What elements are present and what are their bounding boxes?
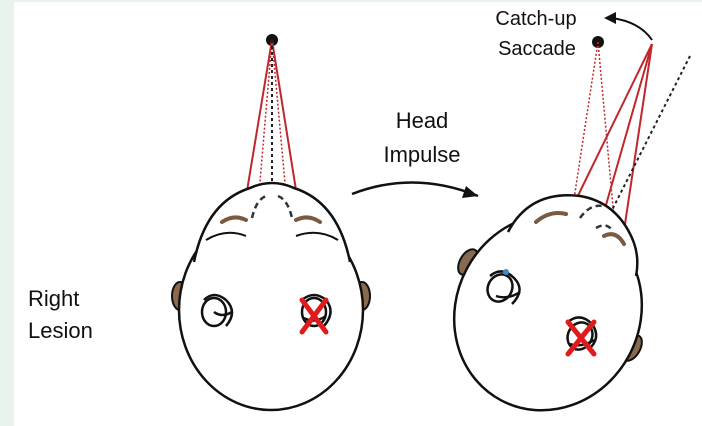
left-head <box>172 34 370 410</box>
label-lesion: Lesion <box>28 318 128 344</box>
catch-up-saccade-arrow <box>612 18 652 40</box>
label-catch-up: Catch-up <box>476 6 596 32</box>
right-head-direction-line <box>610 56 690 214</box>
label-right: Right <box>28 286 108 312</box>
head-impulse-arrow <box>352 182 478 198</box>
right-head <box>420 12 690 426</box>
label-impulse: Impulse <box>362 142 482 168</box>
right-head-marker <box>503 269 509 275</box>
label-saccade: Saccade <box>482 36 592 62</box>
left-head-face <box>194 183 350 262</box>
label-head: Head <box>372 108 472 134</box>
